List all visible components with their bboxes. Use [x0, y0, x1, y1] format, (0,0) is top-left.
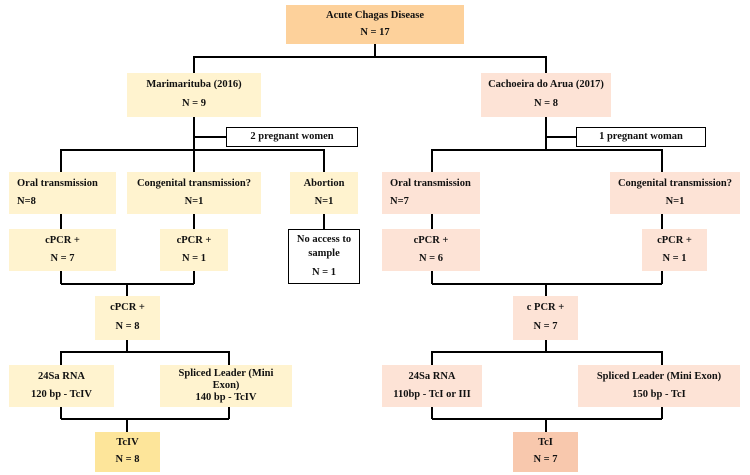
left-note-text: 2 pregnant women	[250, 131, 334, 142]
left-congenital-node: Congenital transmission? N=1	[127, 172, 261, 214]
left-abortion-count: N=1	[314, 195, 334, 207]
right-sl-node: Spliced Leader (Mini Exon) 150 bp - TcI	[578, 365, 740, 407]
left-cpcr-cong-count: N = 1	[181, 252, 207, 264]
right-cpcr-total-title: c PCR +	[526, 302, 565, 314]
right-cpcr-cong-title: cPCR +	[657, 234, 692, 246]
left-site-node: Marimarituba (2016) N = 9	[127, 73, 261, 117]
right-oral-count: N=7	[390, 195, 409, 207]
left-site-count: N = 9	[181, 98, 207, 110]
root-count: N = 17	[360, 26, 390, 38]
left-result-title: TcIV	[116, 437, 139, 449]
left-oral-title: Oral transmission	[17, 177, 98, 189]
right-cpcr-oral-count: N = 6	[418, 252, 444, 264]
right-rna-detail: 110bp - TcI or III	[393, 388, 471, 400]
right-cpcr-total-node: c PCR + N = 7	[513, 296, 578, 340]
left-congenital-title: Congenital transmission?	[136, 177, 252, 189]
left-cpcr-total-node: cPCR + N = 8	[95, 296, 160, 340]
left-rna-detail: 120 bp - TcIV	[31, 388, 92, 400]
right-cpcr-congenital-node: cPCR + N = 1	[642, 229, 707, 271]
left-rna-title: 24Sa RNA	[38, 370, 85, 382]
root-title: Acute Chagas Disease	[326, 10, 424, 22]
left-cpcr-total-title: cPCR +	[110, 302, 145, 314]
left-abortion-title: Abortion	[303, 177, 345, 189]
right-result-node: TcI N = 7	[513, 432, 578, 472]
right-result-count: N = 7	[533, 454, 558, 466]
left-site-title: Marimarituba (2016)	[146, 79, 242, 91]
left-cpcr-total-count: N = 8	[115, 321, 140, 333]
right-sl-title: Spliced Leader (Mini Exon)	[596, 370, 722, 382]
right-site-title: Cachoeira do Arua (2017)	[488, 79, 604, 91]
left-no-access-line1: No access to	[296, 234, 352, 246]
right-pregnant-note: 1 pregnant woman	[576, 127, 706, 147]
right-site-count: N = 8	[533, 98, 559, 110]
left-cpcr-cong-title: cPCR +	[176, 234, 212, 246]
left-pregnant-note: 2 pregnant women	[226, 127, 358, 147]
left-congenital-count: N=1	[184, 195, 204, 207]
right-oral-node: Oral transmission N=7	[382, 172, 480, 214]
left-rna-node: 24Sa RNA 120 bp - TcIV	[9, 365, 114, 407]
root-node: Acute Chagas Disease N = 17	[286, 5, 464, 44]
right-cpcr-cong-count: N = 1	[662, 252, 687, 264]
left-sl-detail: 140 bp - TcIV	[195, 392, 257, 404]
right-cpcr-oral-title: cPCR +	[413, 234, 449, 246]
right-rna-node: 24Sa RNA 110bp - TcI or III	[382, 365, 482, 407]
right-result-title: TcI	[538, 437, 553, 449]
right-site-node: Cachoeira do Arua (2017) N = 8	[481, 73, 611, 117]
right-oral-title: Oral transmission	[390, 177, 471, 189]
left-abortion-node: Abortion N=1	[290, 172, 358, 214]
left-cpcr-congenital-node: cPCR + N = 1	[160, 229, 228, 271]
left-sl-node: Spliced Leader (Mini Exon) 140 bp - TcIV	[160, 365, 292, 407]
left-result-count: N = 8	[115, 454, 140, 466]
right-cpcr-oral-node: cPCR + N = 6	[382, 229, 480, 271]
left-result-node: TcIV N = 8	[95, 432, 160, 472]
left-cpcr-oral-node: cPCR + N = 7	[9, 229, 116, 271]
right-note-text: 1 pregnant woman	[599, 131, 683, 142]
right-congenital-node: Congenital transmission? N=1	[610, 172, 740, 214]
left-oral-count: N=8	[17, 195, 36, 207]
right-sl-detail: 150 bp - TcI	[632, 388, 686, 400]
left-no-access-node: No access to sample N = 1	[288, 229, 360, 284]
right-rna-title: 24Sa RNA	[408, 370, 456, 382]
left-sl-title: Spliced Leader (Mini Exon)	[178, 368, 274, 392]
right-congenital-title: Congenital transmission?	[617, 177, 733, 189]
left-oral-node: Oral transmission N=8	[9, 172, 116, 214]
left-no-access-count: N = 1	[311, 266, 337, 278]
left-cpcr-oral-count: N = 7	[50, 252, 75, 264]
right-cpcr-total-count: N = 7	[533, 321, 558, 333]
left-no-access-line2: sample	[308, 248, 340, 260]
left-cpcr-oral-title: cPCR +	[45, 234, 80, 246]
right-congenital-count: N=1	[665, 195, 685, 207]
